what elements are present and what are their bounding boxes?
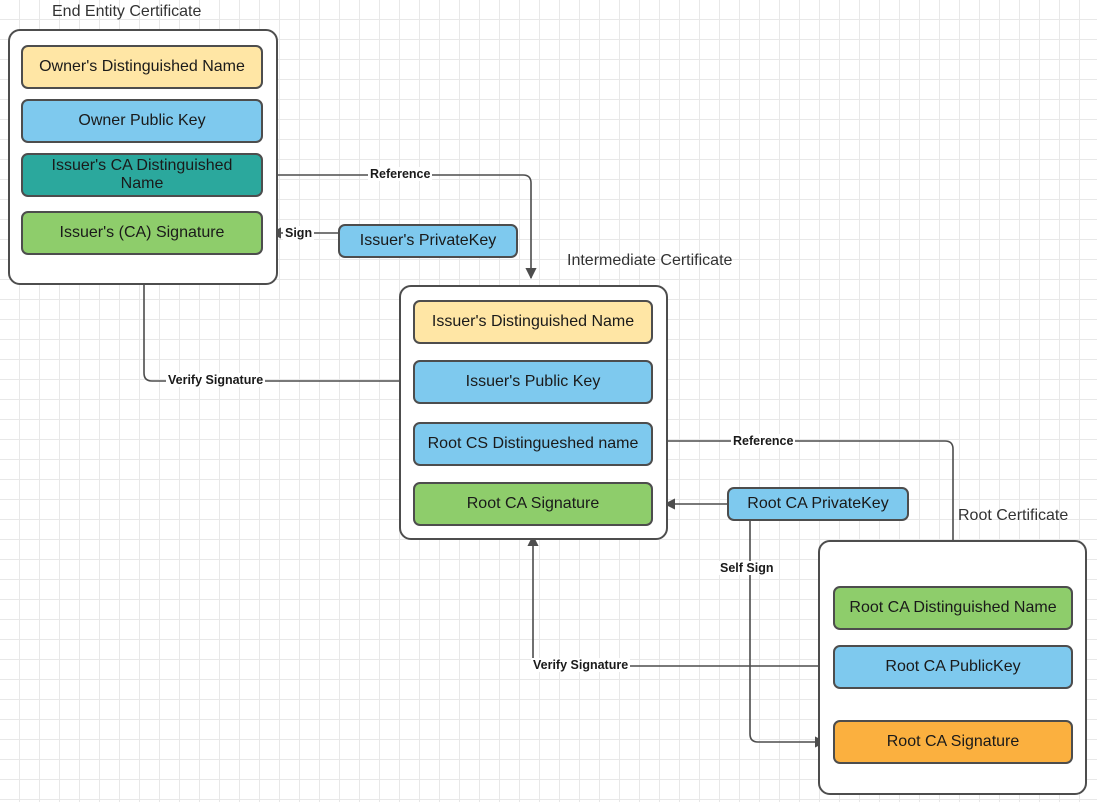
edge-label-reference-intermediate: Reference — [731, 434, 796, 448]
edge-label-verify-signature-end-entity: Verify Signature — [166, 373, 266, 387]
root-cs-distingueshed-name-box[interactable]: Root CS Distingueshed name — [413, 422, 653, 466]
issuers-distinguished-name-box[interactable]: Issuer's Distinguished Name — [413, 300, 653, 344]
edge-label-reference-end-entity: Reference — [368, 167, 433, 181]
issuers-ca-signature-box[interactable]: Issuer's (CA) Signature — [21, 211, 263, 255]
connector-self-sign — [749, 521, 827, 748]
connector-verify-signature-root-to-intermediate — [527, 534, 833, 667]
owner-distinguished-name-box[interactable]: Owner's Distinguished Name — [21, 45, 263, 89]
root-ca-signature-intermediate-box[interactable]: Root CA Signature — [413, 482, 653, 526]
owner-public-key-box[interactable]: Owner Public Key — [21, 99, 263, 143]
root-ca-signature-root-box[interactable]: Root CA Signature — [833, 720, 1073, 764]
issuers-public-key-box[interactable]: Issuer's Public Key — [413, 360, 653, 404]
end-entity-certificate-caption: End Entity Certificate — [52, 3, 202, 20]
intermediate-certificate-caption: Intermediate Certificate — [567, 252, 733, 269]
edge-label-verify-signature-intermediate: Verify Signature — [531, 658, 631, 672]
root-ca-privatekey-box[interactable]: Root CA PrivateKey — [727, 487, 909, 521]
edge-label-sign: Sign — [283, 226, 315, 240]
issuers-privatekey-box[interactable]: Issuer's PrivateKey — [338, 224, 518, 258]
root-ca-distinguished-name-box[interactable]: Root CA Distinguished Name — [833, 586, 1073, 630]
root-certificate-caption: Root Certificate — [958, 507, 1069, 524]
edge-label-self-sign: Self Sign — [718, 561, 776, 575]
issuers-ca-distinguished-name-box[interactable]: Issuer's CA Distinguished Name — [21, 153, 263, 197]
root-ca-publickey-box[interactable]: Root CA PublicKey — [833, 645, 1073, 689]
